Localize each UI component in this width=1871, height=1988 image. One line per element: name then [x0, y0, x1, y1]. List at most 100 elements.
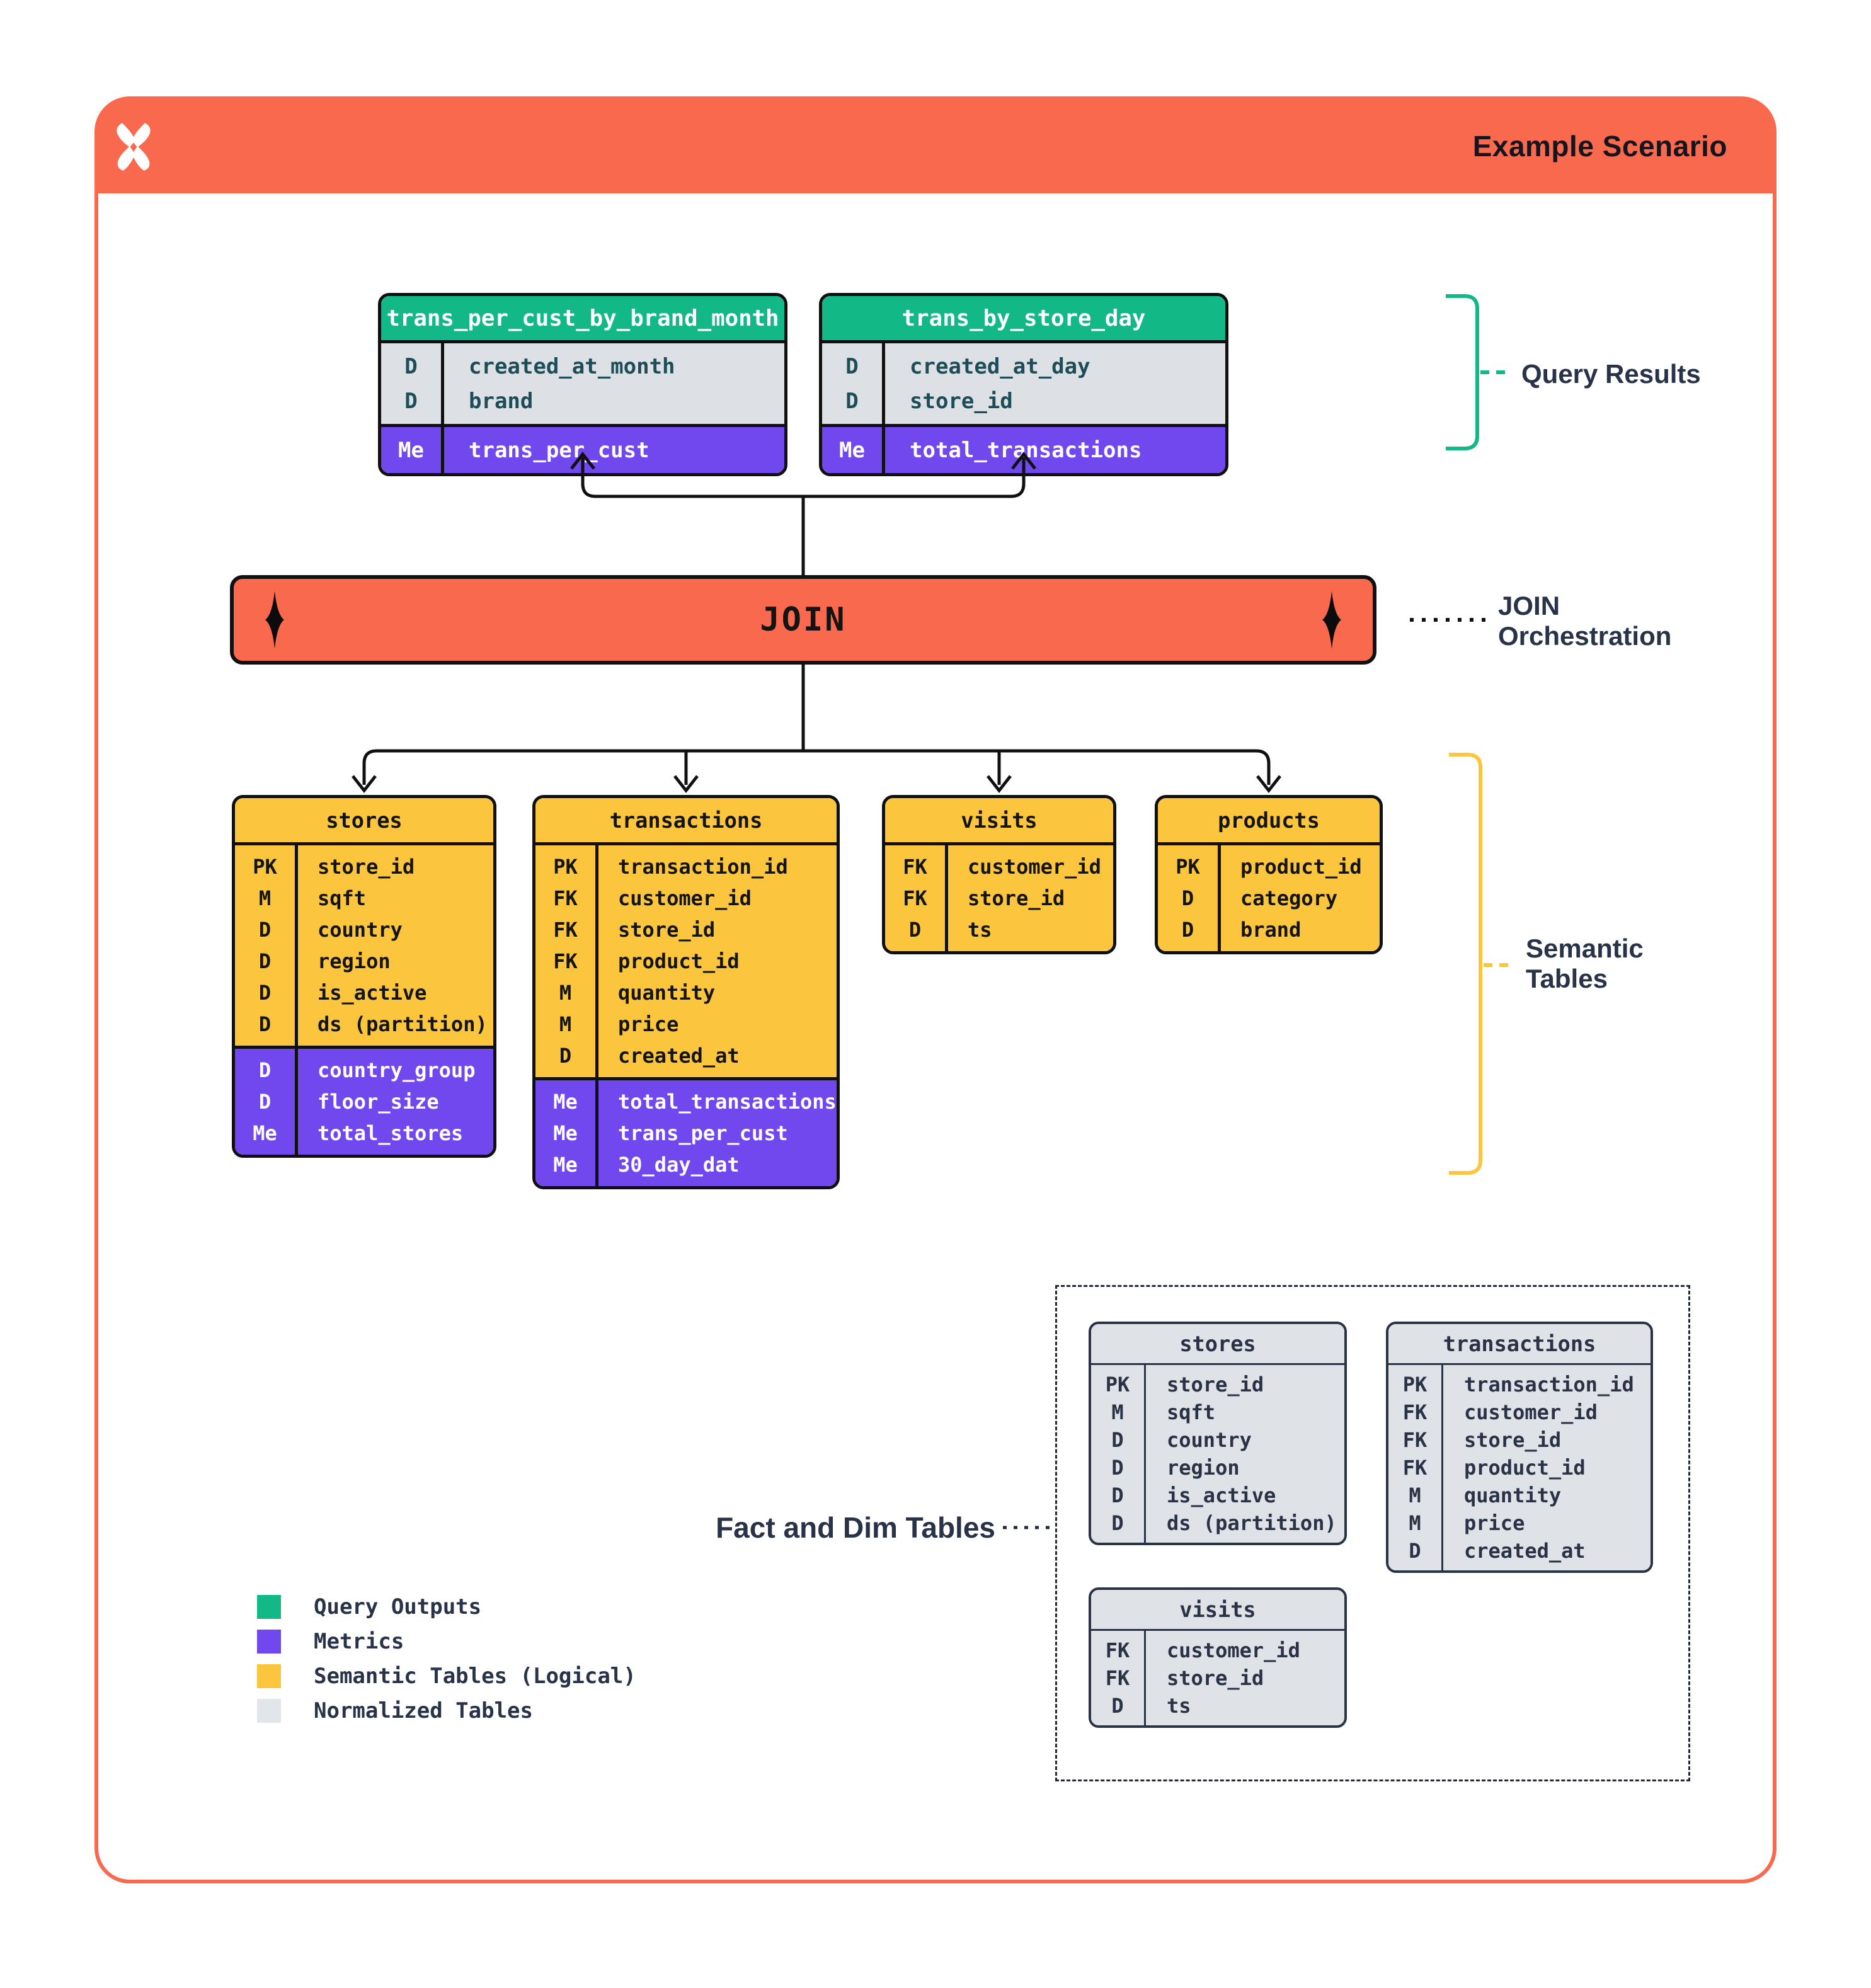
table-title: transactions [535, 798, 837, 845]
annotation-query-results: Query Results [1521, 359, 1701, 389]
row-field: transaction_id [1464, 1373, 1634, 1397]
row-field: store_id [910, 388, 1013, 414]
row-key: D [1181, 918, 1194, 942]
row-key: M [1409, 1511, 1421, 1535]
row-field: is_active [318, 981, 427, 1005]
row-field: sqft [318, 886, 367, 910]
row-key: Me [253, 1121, 277, 1145]
annotation-join-orchestration: JOIN Orchestration [1498, 591, 1671, 651]
row-key: FK [1402, 1456, 1428, 1480]
row-key: FK [1402, 1428, 1428, 1452]
row-key: FK [553, 918, 578, 942]
table-title: transactions [1388, 1324, 1651, 1365]
row-key: D [258, 1012, 272, 1036]
annotation-fact-dim-tables: Fact and Dim Tables [716, 1511, 995, 1544]
row-key: PK [1105, 1373, 1130, 1397]
join-diamond-icon [1322, 591, 1341, 649]
row-field: region [318, 949, 391, 973]
row-key: D [1111, 1694, 1124, 1718]
row-key: M [258, 886, 272, 910]
row-field: total_stores [318, 1121, 464, 1145]
row-key: D [1111, 1428, 1124, 1452]
row-key: D [258, 981, 272, 1005]
row-key: M [1409, 1483, 1421, 1507]
row-field: category [1240, 886, 1338, 910]
table-row: Me total_stores [235, 1117, 493, 1149]
join-label: JOIN [760, 601, 847, 639]
legend-swatch-icon [257, 1630, 281, 1654]
row-key: PK [1176, 855, 1200, 879]
legend-item: Query Outputs [257, 1594, 636, 1620]
row-field: country [1167, 1428, 1252, 1452]
brand-pinwheel-logo-icon [117, 123, 151, 171]
row-key: D [1409, 1539, 1421, 1563]
row-key: D [845, 388, 859, 414]
row-key: D [258, 949, 272, 973]
header-bar: Example Scenario [98, 100, 1773, 193]
row-field: sqft [1167, 1400, 1216, 1424]
row-field: product_id [1464, 1456, 1586, 1480]
row-field: ds (partition) [1167, 1511, 1337, 1535]
row-field: trans_per_cust [618, 1121, 788, 1145]
row-key: M [559, 981, 572, 1005]
row-key: FK [1105, 1666, 1130, 1690]
row-key: FK [903, 886, 927, 910]
row-key: FK [1402, 1400, 1428, 1424]
legend-item: Normalized Tables [257, 1698, 636, 1723]
row-key: D [258, 1090, 272, 1114]
table-title: stores [1091, 1324, 1344, 1365]
legend-label: Metrics [314, 1629, 404, 1654]
row-field: price [1464, 1511, 1525, 1535]
table-title: visits [885, 798, 1113, 845]
row-key: M [559, 1012, 572, 1036]
table-row: FK product_id [1388, 1454, 1651, 1482]
table-title: trans_by_store_day [822, 296, 1225, 343]
row-field: customer_id [1167, 1638, 1300, 1662]
row-field: brand [1240, 918, 1302, 942]
table-row: Me trans_per_cust [381, 433, 784, 467]
row-field: product_id [618, 949, 740, 973]
join-diamond-icon [265, 591, 284, 649]
row-key: Me [398, 437, 424, 463]
row-key: PK [1402, 1373, 1428, 1397]
row-field: floor_size [318, 1090, 439, 1114]
row-field: ts [1167, 1694, 1191, 1718]
legend-label: Query Outputs [314, 1594, 482, 1620]
row-field: store_id [318, 855, 415, 879]
row-field: total_transactions [618, 1090, 837, 1114]
fact-dim-box [1055, 1285, 1690, 1781]
row-field: trans_per_cust [469, 437, 649, 463]
